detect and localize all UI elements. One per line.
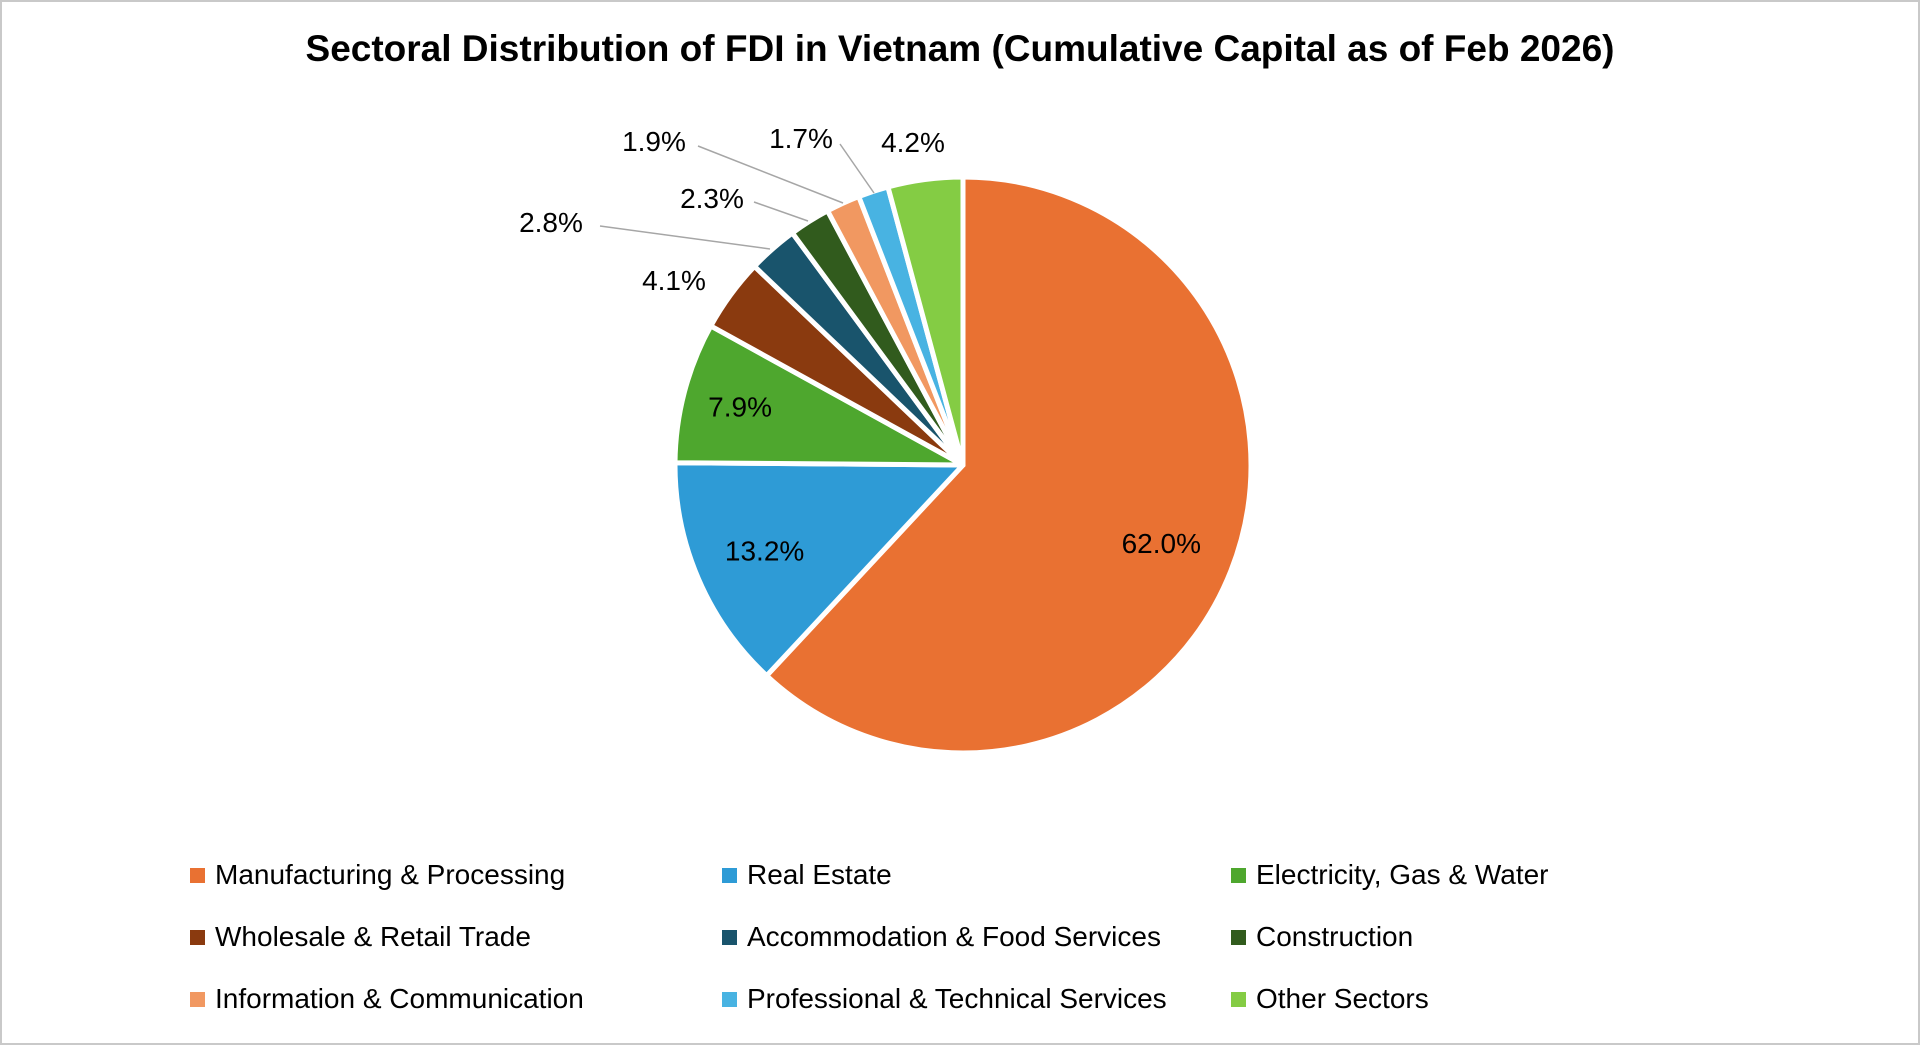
legend: Manufacturing & Processing Real Estate Ele… — [190, 858, 1750, 1016]
legend-label: Professional & Technical Services — [747, 983, 1167, 1014]
legend-marker-icon — [190, 867, 205, 883]
slice-value-label-9: 4.2% — [881, 127, 945, 158]
legend-marker-icon — [190, 991, 205, 1007]
pie-slice-2 — [672, 460, 966, 679]
slice-value-label-1: 62.0% — [1122, 528, 1201, 559]
slice-value-label-7: 1.9% — [622, 126, 686, 157]
pie-slice-1 — [764, 174, 1254, 756]
legend-marker-icon — [722, 929, 737, 945]
chart-title: Sectoral Distribution of FDI in Vietnam … — [305, 28, 1615, 69]
legend-item-2: Real Estate — [722, 858, 1231, 892]
legend-marker-icon — [190, 929, 205, 945]
legend-label: Other Sectors — [1256, 983, 1429, 1014]
pie-slice-3 — [672, 323, 966, 468]
slice-value-label-3: 7.9% — [708, 392, 772, 423]
legend-marker-icon — [1231, 867, 1246, 883]
legend-marker-icon — [1231, 991, 1246, 1007]
legend-label: Construction — [1256, 921, 1414, 952]
slice-value-label-4: 4.1% — [642, 265, 706, 296]
leader-line-6 — [753, 201, 809, 222]
slice-value-label-5: 2.8% — [519, 207, 583, 238]
legend-label: Accommodation & Food Services — [747, 921, 1161, 952]
slice-value-label-8: 1.7% — [769, 123, 833, 154]
legend-item-7: Information & Communication — [190, 982, 722, 1016]
legend-marker-icon — [722, 867, 737, 883]
legend-label: Real Estate — [747, 859, 892, 890]
leader-line-5 — [599, 225, 771, 250]
leader-line-8 — [839, 143, 875, 194]
legend-item-3: Electricity, Gas & Water — [1231, 858, 1750, 892]
legend-item-1: Manufacturing & Processing — [190, 858, 722, 892]
legend-label: Electricity, Gas & Water — [1256, 859, 1549, 890]
legend-item-4: Wholesale & Retail Trade — [190, 920, 722, 954]
pie-slice-9 — [885, 174, 966, 468]
legend-label: Wholesale & Retail Trade — [215, 921, 531, 952]
legend-marker-icon — [1231, 929, 1246, 945]
legend-item-9: Other Sectors — [1231, 982, 1750, 1016]
slice-value-label-2: 13.2% — [725, 535, 804, 566]
legend-item-6: Construction — [1231, 920, 1750, 954]
legend-marker-icon — [722, 991, 737, 1007]
legend-item-5: Accommodation & Food Services — [722, 920, 1231, 954]
slice-value-label-6: 2.3% — [680, 183, 744, 214]
legend-label: Manufacturing & Processing — [215, 859, 566, 890]
leader-line-7 — [697, 145, 844, 204]
legend-label: Information & Communication — [215, 983, 584, 1014]
legend-item-8: Professional & Technical Services — [722, 982, 1231, 1016]
